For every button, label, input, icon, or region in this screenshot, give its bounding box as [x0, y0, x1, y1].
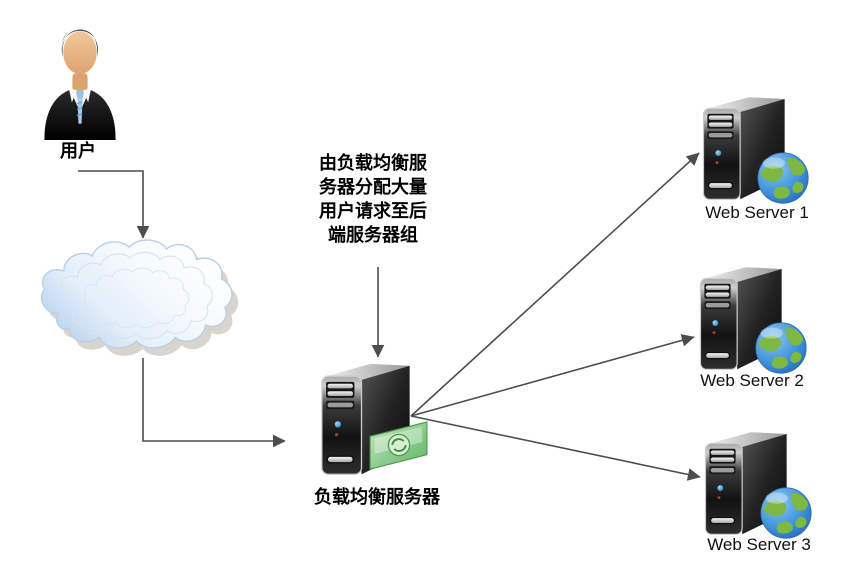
user-label: 用户 [60, 141, 96, 161]
annotation-line: 由负载均衡服 [319, 153, 427, 173]
arrow-load-balancer-to-web-server-2 [410, 334, 695, 417]
arrow-cloud-to-load-balancer [142, 358, 286, 448]
web-server-2-label: Web Server 2 [700, 371, 804, 390]
annotation-line: 端服务器组 [328, 225, 418, 245]
annotation-line: 用户请求至后 [319, 201, 427, 221]
annotation-text: 由负载均衡服 务器分配大量 用户请求至后 端服务器组 [287, 151, 459, 247]
web-server-3-label: Web Server 3 [707, 535, 811, 554]
arrow-user-to-cloud [78, 170, 150, 239]
load-balancer-label: 负载均衡服务器 [314, 487, 440, 507]
globe-icon [753, 320, 809, 376]
web-server-1-label: Web Server 1 [705, 203, 809, 222]
cloud-icon [32, 234, 240, 370]
arrow-load-balancer-to-web-server-1 [410, 152, 700, 417]
globe-icon [758, 485, 814, 541]
business-user-icon [36, 8, 124, 140]
arrow-load-balancer-to-web-server-3 [410, 415, 701, 481]
annotation-line: 务器分配大量 [319, 177, 427, 197]
globe-icon [755, 150, 811, 206]
load-balancer-card-icon [368, 420, 430, 472]
